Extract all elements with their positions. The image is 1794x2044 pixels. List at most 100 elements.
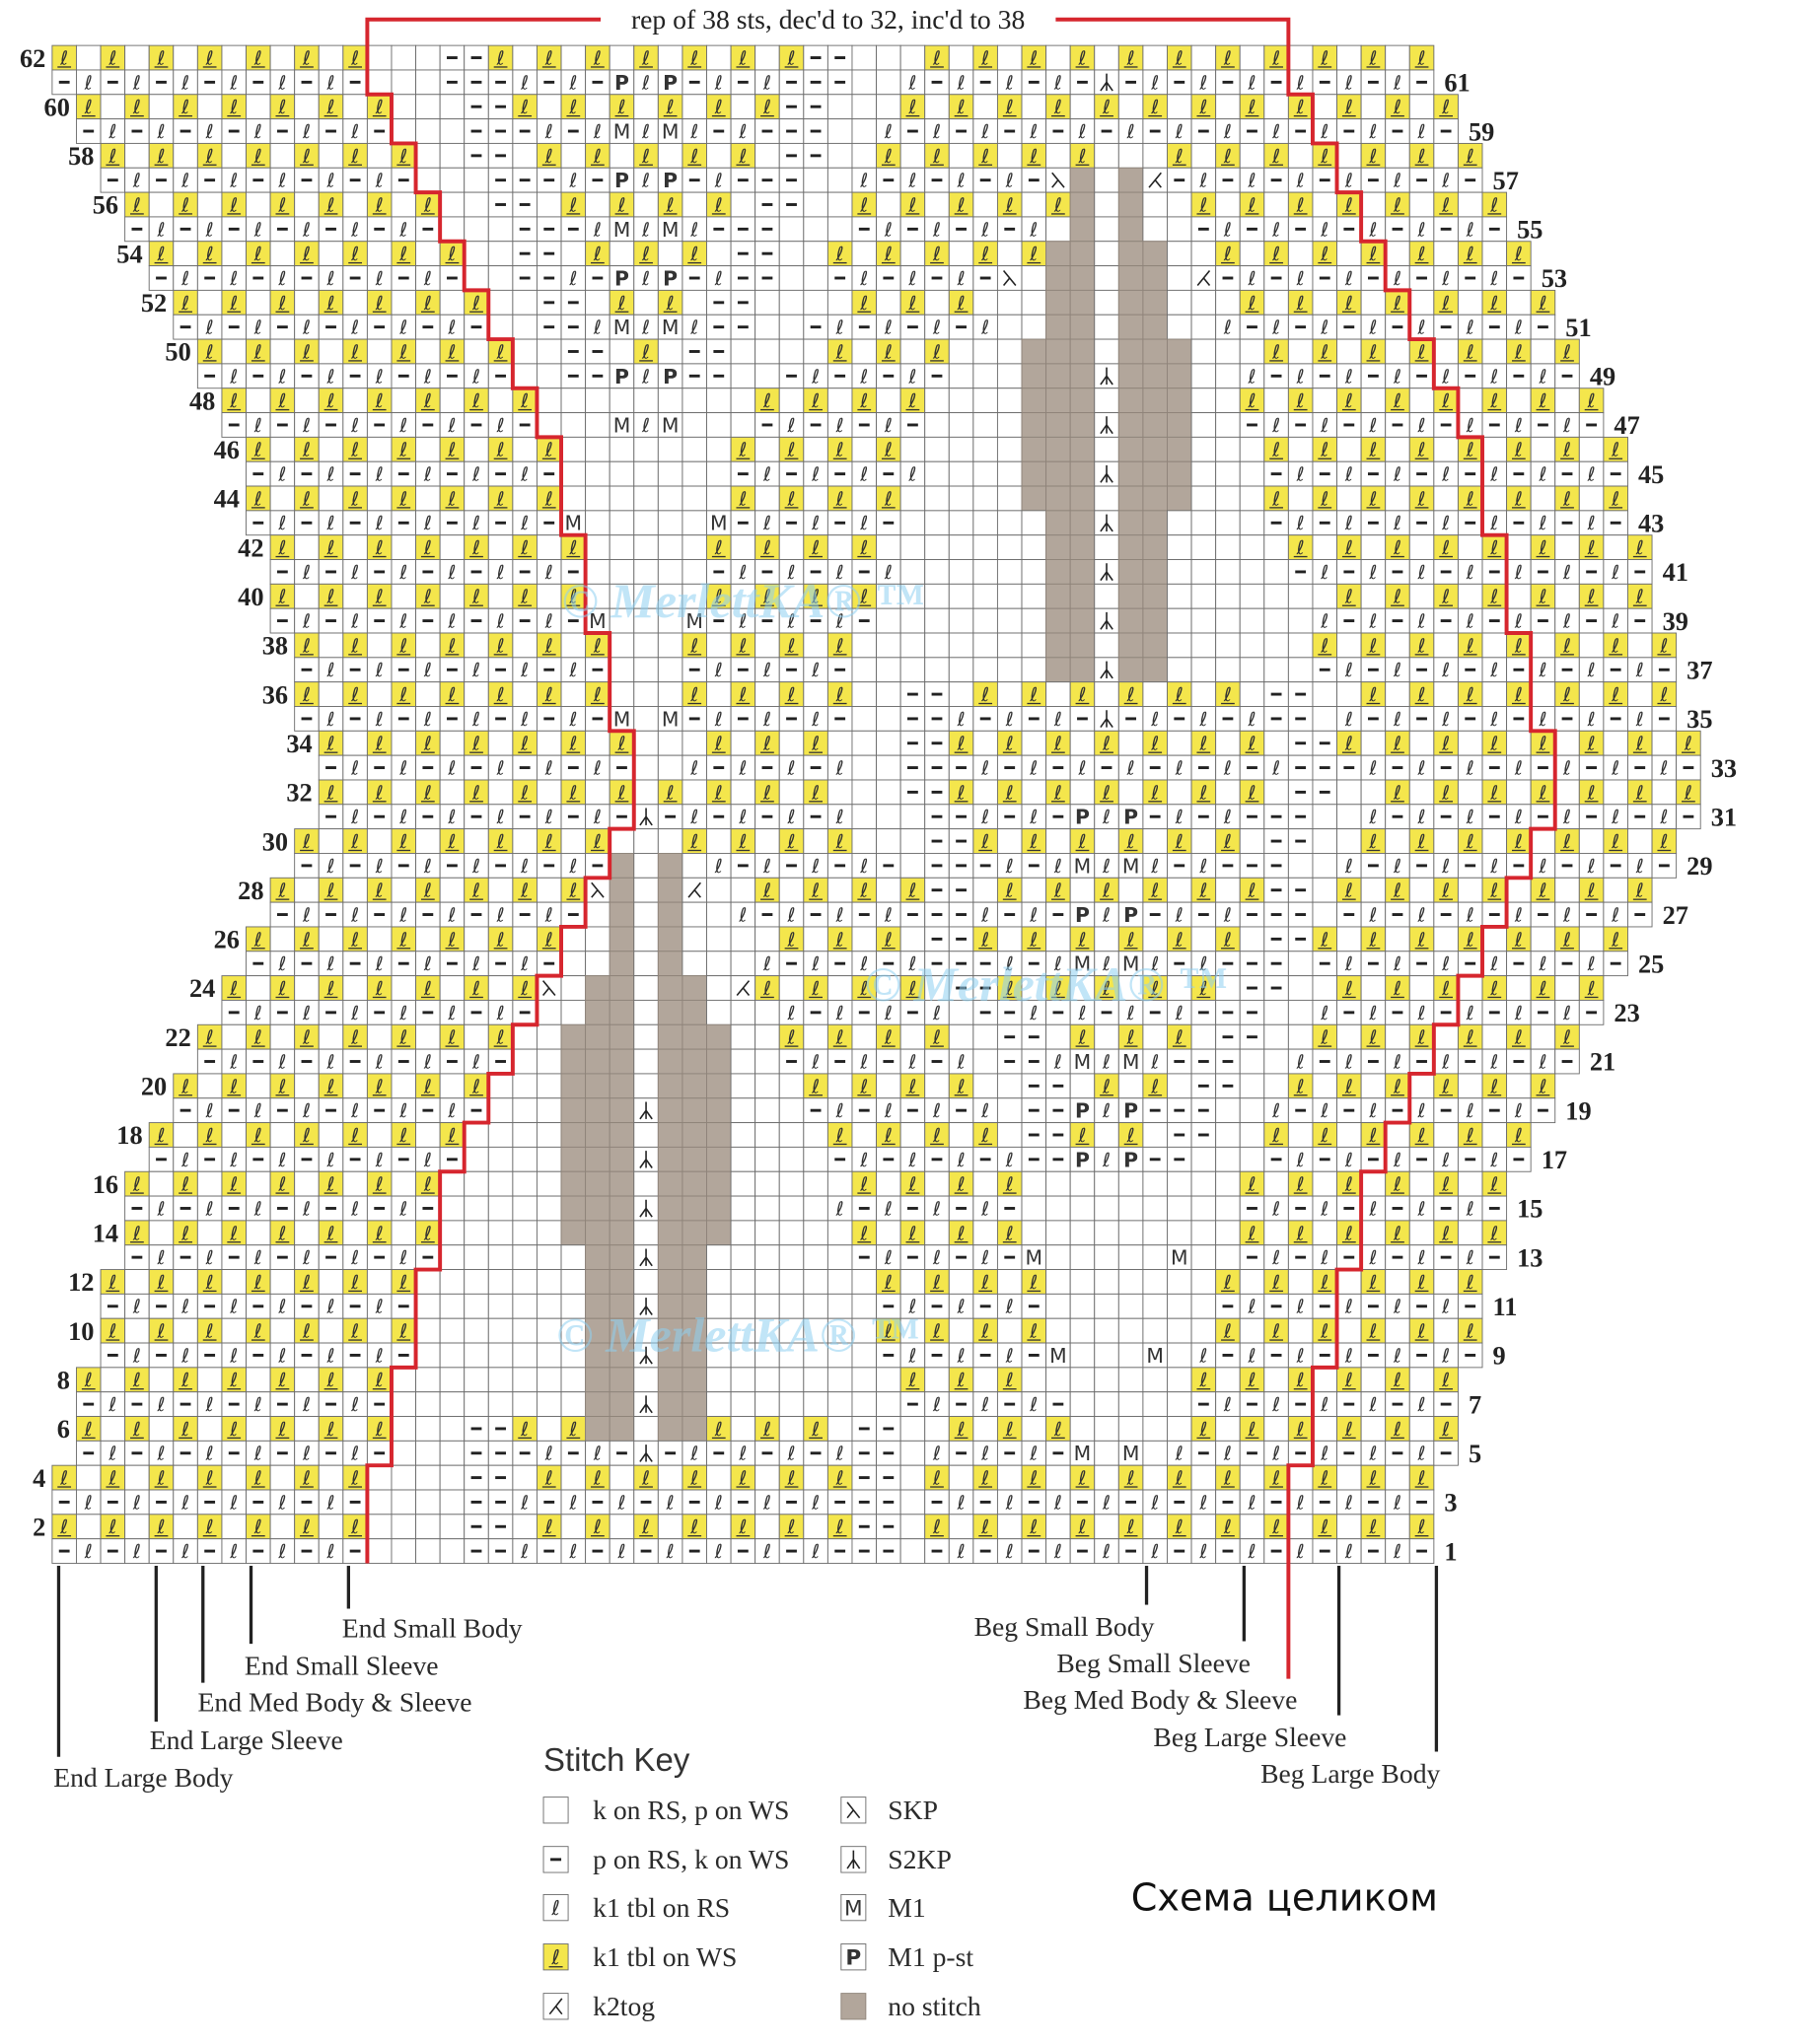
- stitch-cell: [972, 338, 998, 365]
- stitch-cell: [342, 1170, 368, 1197]
- stitch-cell: ℓ: [778, 436, 805, 462]
- stitch-cell: [876, 363, 901, 389]
- stitch-cell: ℓ: [173, 289, 198, 316]
- stitch-cell: [730, 1048, 756, 1075]
- stitch-cell: [439, 853, 466, 879]
- stitch-cell: [560, 289, 587, 316]
- stitch-cell: [1190, 681, 1217, 707]
- stitch-cell: [1239, 1244, 1265, 1271]
- stitch-cell: ℓ: [899, 167, 926, 193]
- stitch-cell: [876, 265, 901, 291]
- stitch-cell: [439, 1293, 466, 1319]
- stitch-cell: ℓ: [1385, 94, 1410, 120]
- stitch-cell: [972, 1293, 998, 1319]
- stitch-cell: [1094, 265, 1119, 291]
- stitch-cell: [948, 216, 974, 243]
- stitch-cell: [1142, 1146, 1168, 1172]
- svg-text:ℓ: ℓ: [302, 340, 311, 363]
- stitch-cell: [899, 901, 926, 928]
- stitch-cell: [464, 1489, 489, 1515]
- stitch-cell: ℓ: [124, 167, 150, 193]
- stitch-cell: [1506, 877, 1532, 903]
- stitch-cell: [585, 1391, 610, 1417]
- stitch-cell: [1312, 1489, 1337, 1515]
- stitch-cell: ℓ: [269, 975, 296, 1001]
- stitch-cell: [1287, 804, 1314, 830]
- stitch-cell: ℓ: [221, 1293, 247, 1319]
- stitch-cell: ℓ: [876, 216, 901, 243]
- stitch-cell: [657, 388, 683, 414]
- stitch-cell: [342, 583, 368, 609]
- stitch-cell: [803, 1195, 828, 1222]
- stitch-cell: ℓ: [366, 877, 393, 903]
- stitch-cell: ℓ: [851, 853, 878, 879]
- stitch-cell: [876, 1514, 901, 1540]
- stitch-cell: [1287, 436, 1314, 462]
- stitch-cell: ℓ: [1360, 1514, 1387, 1540]
- stitch-cell: ℓ: [487, 754, 514, 781]
- stitch-cell: [391, 853, 417, 879]
- svg-text:ℓ: ℓ: [1223, 243, 1232, 265]
- stitch-cell: [342, 1146, 368, 1172]
- stitch-cell: [487, 1244, 514, 1271]
- stitch-cell: ℓ: [342, 338, 368, 365]
- stitch-cell: [1312, 951, 1337, 977]
- stitch-cell: [633, 289, 659, 316]
- stitch-cell: [391, 1048, 417, 1075]
- stitch-cell: [1142, 1023, 1168, 1050]
- stitch-cell: [1239, 583, 1265, 609]
- stitch-cell: [948, 754, 974, 781]
- stitch-cell: ℓ: [366, 779, 393, 806]
- stitch-cell: ℓ: [196, 338, 223, 365]
- svg-text:ℓ: ℓ: [496, 46, 505, 69]
- stitch-cell: [439, 534, 466, 560]
- stitch-cell: ℓ: [439, 607, 466, 634]
- stitch-cell: ℓ: [512, 951, 538, 977]
- stitch-cell: ℓ: [366, 730, 393, 756]
- stitch-cell: ℓ: [1530, 388, 1556, 414]
- stitch-cell: ℓ: [1215, 681, 1241, 707]
- stitch-cell: [439, 216, 466, 243]
- stitch-cell: [1215, 338, 1241, 365]
- stitch-cell: [464, 1220, 489, 1246]
- svg-text:ℓ: ℓ: [859, 292, 868, 315]
- stitch-cell: [657, 241, 683, 267]
- stitch-cell: ℓ: [366, 1146, 393, 1172]
- stitch-cell: [754, 1317, 780, 1344]
- stitch-cell: [754, 607, 780, 634]
- stitch-cell: [706, 1269, 732, 1295]
- svg-text:ℓ: ℓ: [957, 193, 966, 216]
- stitch-cell: [1094, 1342, 1119, 1369]
- stitch-cell: [1360, 1048, 1387, 1075]
- stitch-cell: [899, 510, 926, 536]
- stitch-cell: ℓ: [246, 1464, 271, 1491]
- stitch-cell: [1069, 216, 1096, 243]
- stitch-cell: ℓ: [196, 1122, 223, 1148]
- stitch-cell: [560, 485, 587, 512]
- stitch-cell: [1190, 1048, 1217, 1075]
- stitch-cell: [1433, 1269, 1459, 1295]
- stitch-cell: [1094, 436, 1119, 462]
- stitch-cell: ℓ: [948, 69, 974, 96]
- stitch-cell: [948, 534, 974, 560]
- stitch-cell: ℓ: [1190, 1367, 1217, 1393]
- stitch-cell: [803, 216, 828, 243]
- stitch-cell: [657, 901, 683, 928]
- stitch-cell: ℓ: [1069, 1464, 1096, 1491]
- stitch-cell: [682, 412, 707, 438]
- svg-text:ℓ: ℓ: [932, 145, 941, 168]
- stitch-cell: [1239, 1073, 1265, 1099]
- stitch-cell: [1385, 1317, 1410, 1344]
- stitch-cell: [633, 853, 659, 879]
- stitch-cell: [972, 1023, 998, 1050]
- stitch-cell: [512, 1317, 538, 1344]
- stitch-cell: [1385, 804, 1410, 830]
- stitch-cell: [778, 534, 805, 560]
- stitch-cell: ℓ: [512, 534, 538, 560]
- stitch-cell: ℓ: [1094, 975, 1119, 1001]
- stitch-cell: ℓ: [1408, 1317, 1435, 1344]
- stitch-cell: ℓ: [173, 1416, 198, 1442]
- stitch-cell: [972, 779, 998, 806]
- stitch-cell: ℓ: [924, 1023, 950, 1050]
